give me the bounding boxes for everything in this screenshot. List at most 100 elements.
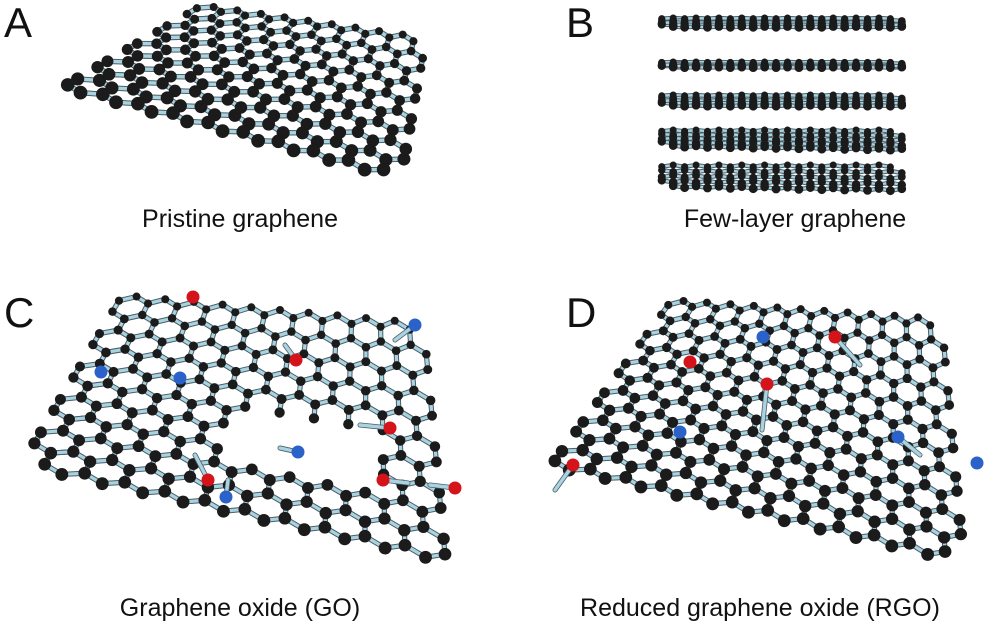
carbon-atom xyxy=(375,106,387,118)
caption-pristine-graphene: Pristine graphene xyxy=(142,205,338,233)
carbon-atom xyxy=(714,474,727,487)
carbon-atom xyxy=(356,72,367,83)
carbon-atom xyxy=(729,428,742,441)
carbon-atom xyxy=(751,470,764,483)
carbon-atom xyxy=(769,468,782,480)
carbon-atom xyxy=(666,416,679,428)
carbon-atom xyxy=(872,436,884,448)
carbon-atom xyxy=(251,133,266,148)
carbon-atom xyxy=(781,420,793,431)
carbon-atom xyxy=(188,26,199,36)
carbon-atom xyxy=(761,434,773,447)
carbon-atom xyxy=(828,62,838,72)
carbon-atom xyxy=(194,100,208,114)
carbon-atom xyxy=(761,504,775,517)
carbon-atom xyxy=(939,343,949,353)
carbon-atom xyxy=(815,400,827,411)
carbon-atom xyxy=(679,296,688,305)
carbon-atom xyxy=(681,312,690,322)
carbon-atom xyxy=(760,100,769,110)
carbon-atom xyxy=(703,63,712,72)
carbon-atom xyxy=(416,63,426,73)
carbon-atom xyxy=(181,57,193,69)
carbon-atom xyxy=(156,77,169,90)
carbon-atom xyxy=(363,54,374,64)
carbon-atom xyxy=(307,30,316,39)
carbon-atom xyxy=(946,428,957,439)
carbon-atom xyxy=(729,386,740,397)
panel-letter-b: B xyxy=(566,0,595,46)
carbon-atom xyxy=(760,22,769,31)
b0-sheet xyxy=(657,14,907,32)
carbon-atom xyxy=(389,58,400,69)
carbon-atom xyxy=(619,471,633,484)
carbon-atom xyxy=(917,423,928,435)
carbon-atom xyxy=(670,488,684,502)
carbon-atom xyxy=(337,49,347,59)
carbon-atom xyxy=(921,547,935,561)
carbon-atom xyxy=(868,515,881,528)
carbon-atom xyxy=(937,531,951,544)
carbon-atom xyxy=(875,370,886,380)
carbon-atom xyxy=(768,356,779,366)
carbon-atom xyxy=(207,37,217,48)
carbon-atom xyxy=(233,6,242,15)
carbon-atom xyxy=(780,364,791,374)
carbon-atom xyxy=(654,408,666,420)
carbon-atom xyxy=(691,62,701,72)
carbon-atom xyxy=(871,449,883,461)
carbon-atom xyxy=(874,396,885,407)
carbon-atom xyxy=(885,512,899,526)
carbon-atom xyxy=(219,57,231,68)
carbon-atom xyxy=(820,306,829,315)
carbon-atom xyxy=(852,492,865,505)
carbon-atom xyxy=(725,63,735,72)
carbon-atom xyxy=(840,443,852,455)
carbon-atom xyxy=(730,317,740,326)
carbon-atom xyxy=(259,35,269,45)
carbon-atom xyxy=(777,514,791,528)
carbon-atom xyxy=(101,55,114,68)
carbon-atom xyxy=(216,43,227,54)
carbon-atom xyxy=(201,115,215,130)
carbon-atom xyxy=(767,411,779,422)
carbon-atom xyxy=(888,418,899,430)
carbon-atom xyxy=(771,63,781,72)
carbon-atom xyxy=(737,100,747,110)
carbon-atom xyxy=(151,50,163,62)
carbon-atom xyxy=(887,459,899,471)
carbon-atom xyxy=(179,32,190,43)
carbon-atom xyxy=(684,329,694,339)
carbon-atom xyxy=(889,351,899,361)
carbon-atom xyxy=(344,64,355,75)
carbon-atom xyxy=(381,42,391,52)
carbon-atom xyxy=(833,507,847,521)
carbon-atom xyxy=(121,43,133,56)
carbon-atom xyxy=(597,414,609,427)
carbon-atom xyxy=(836,482,849,494)
carbon-atom xyxy=(268,41,279,51)
carbon-atom xyxy=(725,101,735,111)
carbon-atom xyxy=(805,380,815,390)
carbon-atom xyxy=(865,336,874,345)
carbon-atom xyxy=(817,497,830,510)
carbon-atom xyxy=(897,20,907,30)
carbon-atom xyxy=(658,326,668,336)
carbon-atom xyxy=(703,453,716,466)
carbon-atom xyxy=(777,375,788,386)
carbon-atom xyxy=(180,114,194,129)
carbon-atom xyxy=(73,85,88,100)
carbon-atom xyxy=(733,375,744,386)
carbon-atom xyxy=(209,2,218,11)
carbon-atom xyxy=(721,367,732,378)
carbon-atom xyxy=(690,403,701,415)
carbon-atom xyxy=(555,444,569,458)
carbon-atom xyxy=(917,437,929,449)
carbon-atom xyxy=(131,50,144,62)
carbon-atom xyxy=(277,69,289,81)
carbon-atom xyxy=(818,388,828,399)
carbon-atom xyxy=(874,22,884,31)
carbon-atom xyxy=(381,87,392,98)
carbon-atom xyxy=(720,338,730,348)
carbon-atom xyxy=(916,396,927,406)
